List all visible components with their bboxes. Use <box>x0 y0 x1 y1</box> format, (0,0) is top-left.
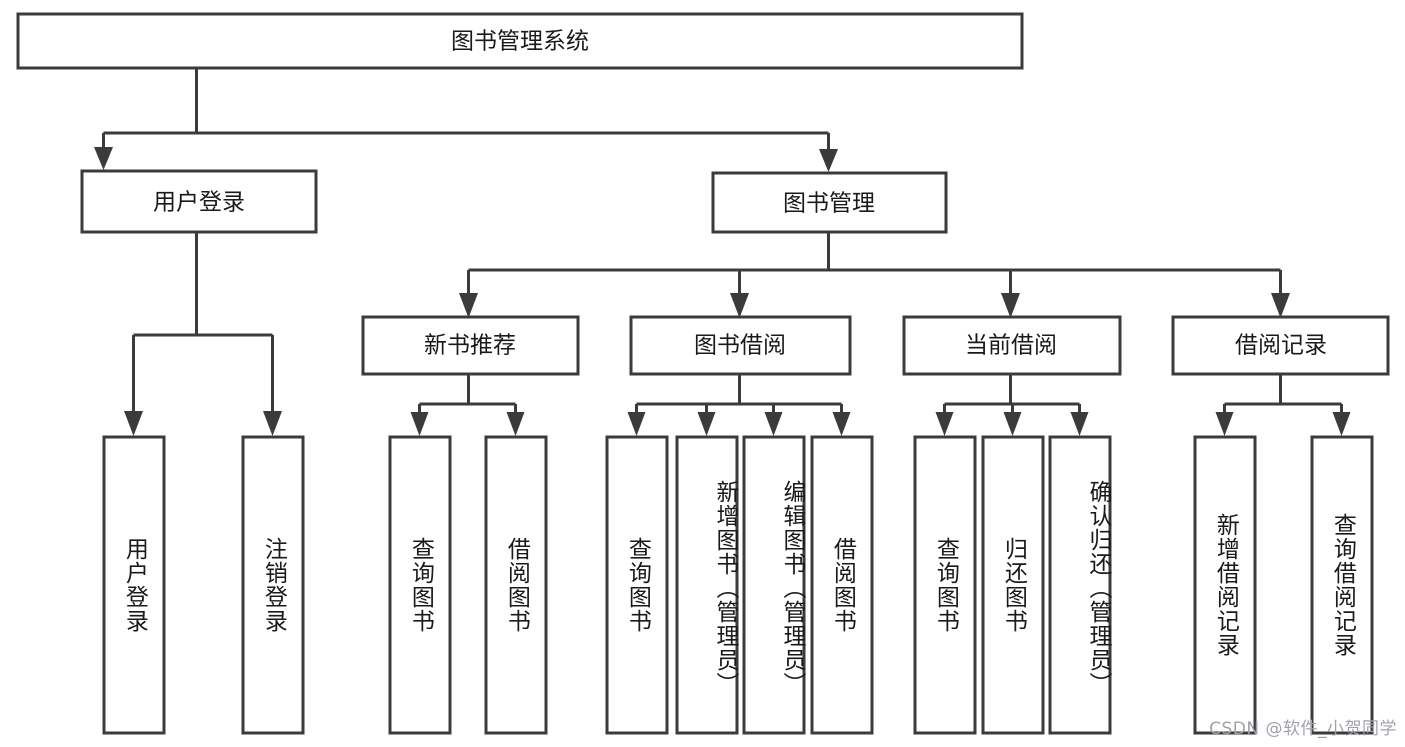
arrow-head-borrow-record <box>1271 293 1290 318</box>
node-box-leaf-query-record[interactable] <box>1310 435 1374 735</box>
arrow-head-leaf-query-book-2 <box>627 412 646 436</box>
arrow-head-leaf-confirm-return <box>1070 412 1089 436</box>
node-box-user-login[interactable] <box>80 169 318 234</box>
label-root: 图书管理系统 <box>451 29 589 55</box>
label-book-borrow: 图书借阅 <box>694 333 786 359</box>
arrow-head-current-borrow <box>1001 293 1020 318</box>
arrow-head-leaf-user-login <box>124 411 143 436</box>
arrow-head-leaf-borrow-book-1 <box>506 412 525 436</box>
arrow-head-book-borrow <box>730 293 749 318</box>
arrow-head-leaf-query-record <box>1332 412 1351 436</box>
arrow-head-leaf-return-book <box>1003 412 1022 436</box>
arrow-head-user-login <box>94 147 113 170</box>
node-box-leaf-edit-book[interactable] <box>742 435 806 735</box>
node-box-leaf-query-book-2[interactable] <box>605 435 669 735</box>
node-box-leaf-borrow-book-2[interactable] <box>810 435 874 735</box>
node-box-borrow-record[interactable] <box>1171 315 1390 376</box>
label-new-book-recommend: 新书推荐 <box>424 333 516 359</box>
arrow-head-book-management <box>819 149 838 172</box>
arrow-head-leaf-logout <box>263 411 282 436</box>
node-box-leaf-user-login[interactable] <box>102 435 166 735</box>
node-box-leaf-query-book-3[interactable] <box>913 435 977 735</box>
arrow-head-new-book-recommend <box>459 293 478 318</box>
label-user-login: 用户登录 <box>153 190 245 216</box>
connector-layer <box>94 68 1351 436</box>
node-box-book-management[interactable] <box>711 171 948 234</box>
node-box-new-book-recommend[interactable] <box>361 315 580 376</box>
arrow-head-leaf-edit-book <box>764 412 783 436</box>
node-box-book-borrow[interactable] <box>629 315 852 376</box>
node-box-leaf-add-record[interactable] <box>1193 435 1257 735</box>
node-box-root[interactable] <box>16 12 1024 70</box>
watermark-text: CSDN @软件_小贺同学 <box>1209 719 1397 739</box>
node-box-leaf-query-book-1[interactable] <box>388 435 452 735</box>
node-box-leaf-borrow-book-1[interactable] <box>484 435 548 735</box>
horizontal-label-layer: 图书管理系统 用户登录 图书管理 新书推荐 图书借阅 当前借阅 借阅记录 <box>153 29 1327 359</box>
label-borrow-record: 借阅记录 <box>1235 333 1327 359</box>
node-box-leaf-return-book[interactable] <box>981 435 1045 735</box>
node-box-leaf-logout[interactable] <box>241 435 305 735</box>
node-box-current-borrow[interactable] <box>902 315 1122 376</box>
arrow-head-leaf-add-book <box>697 412 716 436</box>
arrow-head-leaf-add-record <box>1215 412 1234 436</box>
node-box-leaf-add-book[interactable] <box>675 435 739 735</box>
node-box-leaf-confirm-return[interactable] <box>1048 435 1112 735</box>
arrow-head-leaf-query-book-1 <box>410 412 429 436</box>
arrow-head-leaf-borrow-book-2 <box>832 412 851 436</box>
label-current-borrow: 当前借阅 <box>965 333 1057 359</box>
node-box-layer <box>16 12 1390 735</box>
label-book-management: 图书管理 <box>783 191 875 217</box>
arrow-head-leaf-query-book-3 <box>935 412 954 436</box>
